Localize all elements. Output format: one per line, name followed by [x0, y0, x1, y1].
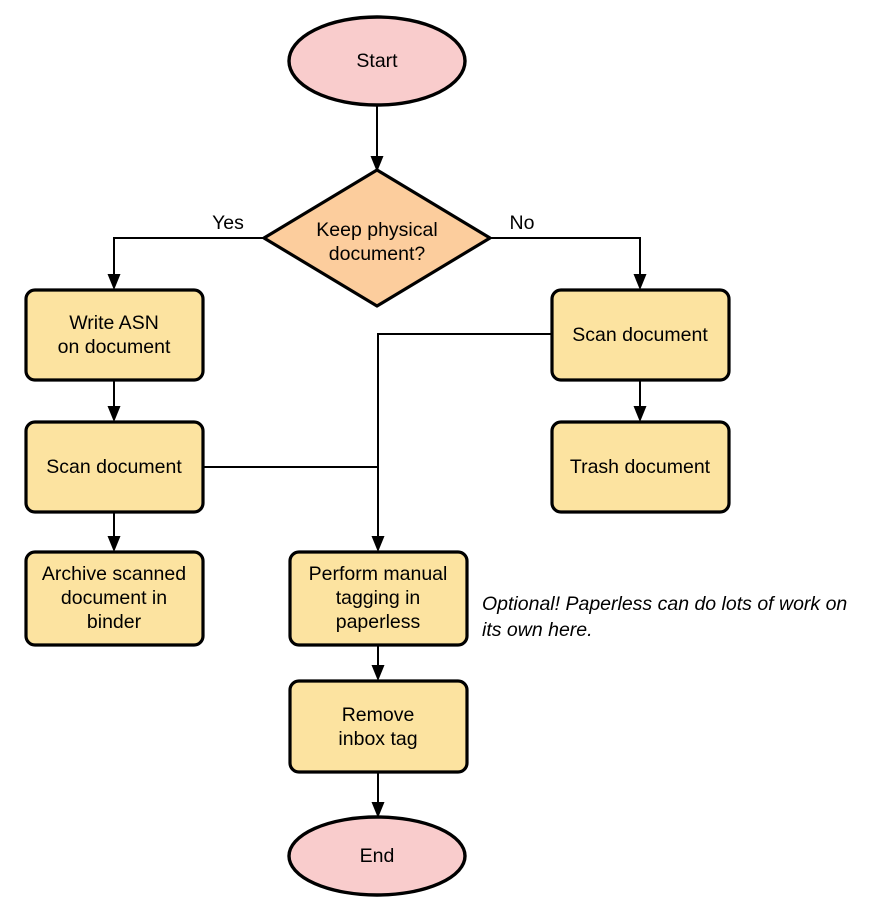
- edge-scan-right-to-trash: [633, 380, 647, 422]
- edge-scan-left-to-archive: [107, 512, 121, 552]
- end-label: End: [360, 845, 395, 867]
- arrowhead-tagging-removeinbox: [371, 665, 385, 681]
- edge-label-no: No: [510, 212, 535, 234]
- trash-document-box[interactable]: [550, 420, 731, 514]
- remove-inbox-label-line2: inbox tag: [338, 728, 417, 750]
- remove-inbox-label-line1: Remove: [342, 704, 415, 726]
- manual-tagging-label-line2: tagging in: [336, 587, 421, 609]
- decision-label-line2: document?: [329, 243, 426, 265]
- node-end[interactable]: End: [287, 815, 467, 897]
- node-archive-scanned-document[interactable]: Archive scanned document in binder: [24, 550, 205, 647]
- arrowhead-scanleft-archive: [107, 536, 121, 552]
- write-asn-label-line2: on document: [58, 336, 171, 358]
- edge-line-scanright-tagging: [377, 333, 552, 543]
- decision-diamond[interactable]: [262, 168, 492, 308]
- manual-tagging-label-line1: Perform manual: [309, 563, 448, 585]
- manual-tagging-box[interactable]: [288, 550, 469, 647]
- edge-remove-inbox-to-end: [371, 772, 385, 818]
- edge-decision-yes-to-write-asn: [107, 237, 264, 290]
- archive-box[interactable]: [24, 550, 205, 647]
- node-perform-manual-tagging[interactable]: Perform manual tagging in paperless: [288, 550, 469, 647]
- end-ellipse[interactable]: [287, 815, 467, 897]
- edge-line-yes: [113, 237, 264, 281]
- arrowhead-yes: [107, 274, 121, 290]
- edge-line-no: [490, 237, 641, 281]
- node-decision-keep-physical-document[interactable]: Keep physical document?: [262, 168, 492, 308]
- start-ellipse[interactable]: [287, 15, 467, 107]
- optional-note-line1: Optional! Paperless can do lots of work …: [482, 593, 847, 615]
- optional-note-line2: its own here.: [482, 619, 593, 641]
- node-start[interactable]: Start: [287, 15, 467, 107]
- scan-document-right-label: Scan document: [572, 324, 708, 346]
- manual-tagging-label-line3: paperless: [336, 611, 421, 633]
- arrowhead-scanright-trash: [633, 406, 647, 422]
- arrowhead-no: [633, 274, 647, 290]
- write-asn-label-line1: Write ASN: [69, 312, 159, 334]
- write-asn-box[interactable]: [24, 288, 205, 382]
- edge-start-to-decision: [370, 105, 384, 172]
- edge-manual-tagging-to-remove-inbox: [371, 645, 385, 681]
- node-scan-document-left[interactable]: Scan document: [24, 420, 205, 514]
- edge-write-asn-to-scan-left: [107, 380, 121, 422]
- edge-scan-right-to-manual-tagging: [371, 333, 552, 552]
- arrowhead-scanright-tagging: [371, 536, 385, 552]
- archive-label-line3: binder: [87, 611, 142, 633]
- scan-document-right-box[interactable]: [550, 288, 731, 382]
- optional-note: Optional! Paperless can do lots of work …: [482, 593, 847, 641]
- node-trash-document[interactable]: Trash document: [550, 420, 731, 514]
- arrowhead-writeasn-scanleft: [107, 406, 121, 422]
- start-label: Start: [356, 50, 398, 72]
- arrowhead-removeinbox-end: [371, 802, 385, 818]
- scan-document-left-box[interactable]: [24, 420, 205, 514]
- archive-label-line1: Archive scanned: [42, 563, 186, 585]
- node-scan-document-right[interactable]: Scan document: [550, 288, 731, 382]
- arrowhead-start-decision: [370, 156, 384, 172]
- edge-label-yes: Yes: [212, 212, 244, 234]
- node-write-asn[interactable]: Write ASN on document: [24, 288, 205, 382]
- remove-inbox-tag-box[interactable]: [288, 679, 469, 774]
- scan-document-left-label: Scan document: [46, 456, 182, 478]
- decision-label-line1: Keep physical: [316, 219, 437, 241]
- edge-decision-no-to-scan-right: [490, 237, 647, 290]
- node-remove-inbox-tag[interactable]: Remove inbox tag: [288, 679, 469, 774]
- archive-label-line2: document in: [61, 587, 167, 609]
- trash-document-label: Trash document: [570, 456, 711, 478]
